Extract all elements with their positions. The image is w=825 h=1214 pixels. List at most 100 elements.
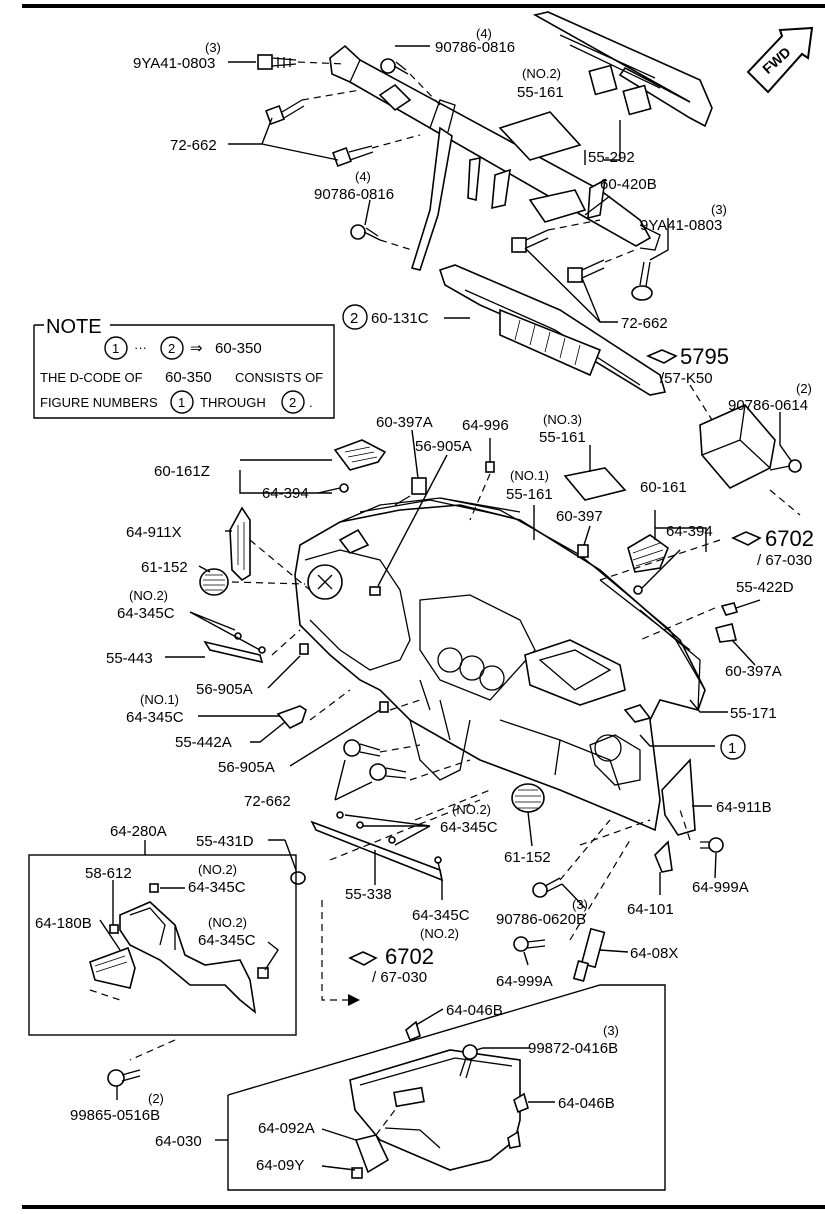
leader-90786-0614 [779,412,793,463]
note-range-from: 1 [112,341,119,356]
note-line2-c: THROUGH [200,395,266,410]
label-bracket-64-345c-no2-tag: (NO.2) [129,588,168,603]
label-panel-64-911b: 64-911B [716,799,772,816]
label-clip-90786-mid: 90786-0816 [314,186,394,203]
clip-56-905a-low-drawing [379,701,389,713]
label-cover-55-442a: 55-442A [175,734,232,751]
label-screw-64-999a-low: 64-999A [496,973,553,990]
clip-icon [380,58,409,75]
note-line2-e: . [309,395,313,410]
label-seal-55-292: 55-292 [588,149,635,166]
label-sensor-55-422d: 55-422D [736,579,794,596]
screw-icon [700,837,724,853]
label-bracket-64-345c-mid: 64-345C [440,819,498,836]
leader-lines-middle [165,429,761,966]
label-bracket-64-345c-mid-tag: (NO.2) [452,802,491,817]
clip-56-905a-mid-drawing [299,643,309,655]
leader-6702-right [769,489,801,516]
damper-64-08x-drawing [572,927,606,982]
label-bracket-64-345c-no1: 64-345C [126,709,184,726]
leader-lines-top [228,45,669,323]
label-clip-90786-0620: 90786-0620B [496,911,586,928]
label-box-64-345c-a-tag: (NO.2) [198,862,237,877]
label-ref-circle-1: 1 [728,740,736,757]
bracket-64-101-drawing [654,840,673,873]
screw-icon [459,1044,478,1079]
label-bracket-60-397a-top: 60-397A [376,414,433,431]
leader-5795 [689,384,713,421]
label-clip-90786-0614-qty: (2) [796,381,812,396]
label-pad-55-161-no3: 55-161 [539,429,586,446]
sensor-55-422d-drawing [720,602,739,616]
pad-55-161-no2-drawing [498,111,582,161]
note-dots: ··· [134,340,147,355]
label-pad-55-161-no3-tag: (NO.3) [543,412,582,427]
screw-icon [513,936,546,952]
bracket-60-397a-top-drawing [411,477,427,495]
bolt-icon [511,229,549,253]
cover-55-443-drawing [203,640,264,664]
label-clip-90786-top: 90786-0816 [435,39,515,56]
label-vent-61-152-right: 61-152 [504,849,551,866]
bolt-icon [631,261,653,301]
vent-60-161-drawing [627,534,669,573]
label-bracket-64-345c-no1-tag: (NO.1) [140,692,179,707]
label-box-64-180b: 64-180B [35,915,92,932]
label-cover-60-131c: 60-131C [371,310,429,327]
clip-64-394-right-drawing [633,585,643,595]
airbag-module-drawing [699,404,802,489]
label-ref-67030-low: / 67-030 [372,969,427,986]
label-glove-64-046b-top: 64-046B [446,1002,503,1019]
note-line2-d: 2 [289,395,296,410]
label-vent-60-161: 60-161 [640,479,687,496]
label-bolt-9ya41-right-qty: (3) [711,202,727,217]
pointer-icon [348,951,378,966]
inset-box-64-280a [28,840,297,1061]
label-panel-55-171: 55-171 [730,705,777,722]
bolt-icon [332,145,374,167]
label-bracket-64-345c-low-tag: (NO.2) [420,926,459,941]
pad-55-161-no3-drawing [563,467,627,501]
label-screw-99872-qty: (3) [603,1023,619,1038]
bolt-icon [257,54,297,70]
pointer-icon [645,349,678,364]
note-arrow: ⇒ [190,340,203,357]
note-range-code: 60-350 [215,340,262,357]
vent-61-152-left-drawing [199,568,229,596]
label-glove-64-030: 64-030 [155,1133,202,1150]
label-bracket-60-397a-right: 60-397A [725,663,782,680]
panel-64-911b-drawing [661,758,696,836]
label-cover-55-443: 55-443 [106,650,153,667]
label-cover-55-431d: 55-431D [196,833,254,850]
label-screw-99865-qty: (2) [148,1091,164,1106]
label-ref-67030-right: / 67-030 [757,552,812,569]
note-line2-b: 1 [178,395,185,410]
clip-icon [532,877,563,898]
label-pad-55-161-no1: 55-161 [506,486,553,503]
inset-box-glove [215,984,666,1191]
bolt-icon [265,99,305,125]
label-glove-64-092a: 64-092A [258,1120,315,1137]
label-vent-60-161z: 60-161Z [154,463,210,480]
label-bolt-9ya41-left: 9YA41-0803 [133,55,215,72]
label-bolt-9ya41-left-qty: (3) [205,40,221,55]
clip-icon [350,224,381,241]
label-pad-55-161-no2-tag: (NO.2) [522,66,561,81]
note-box: NOTE 1 ··· 2 ⇒ 60-350 THE D-CODE OF 60-3… [33,316,335,419]
clip-icon [405,1020,421,1042]
label-clip-90786-0620-qty: (3) [572,897,588,912]
label-box-64-345c-b-tag: (NO.2) [208,915,247,930]
label-trim-56-905a-low: 56-905A [218,759,275,776]
label-member-60-420b: 60-420B [600,176,657,193]
label-vent-61-152-left: 61-152 [141,559,188,576]
label-bracket-64-345c-low: 64-345C [412,907,470,924]
label-cover-60-131c-num: 2 [350,310,358,327]
bolt-icon [343,739,381,757]
screw-icon [107,1069,141,1087]
note-line1-c: CONSISTS OF [235,370,323,385]
note-range-to: 2 [168,341,175,356]
bolt-icon [567,259,605,283]
label-ref-57k50: /57-K50 [660,370,713,387]
